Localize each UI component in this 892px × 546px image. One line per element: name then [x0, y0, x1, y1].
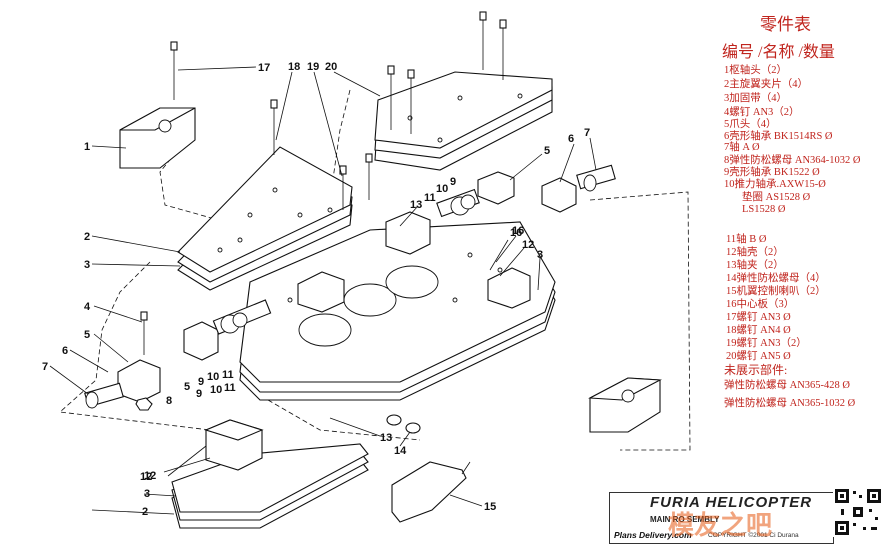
parts-row: 3加固带（4） [724, 93, 787, 104]
parts-row: LS1528 Ø [742, 204, 786, 215]
control-horn-15 [391, 461, 471, 523]
left-grip-plates [177, 146, 353, 291]
callout-label: 10 [436, 183, 448, 195]
callout-label: 6 [568, 133, 574, 145]
lower-grip-plates [171, 419, 369, 529]
callout-label: 2 [84, 231, 90, 243]
callout-label: 3 [144, 488, 150, 500]
parts-row: 13轴夹（2） [726, 260, 784, 271]
bolt-18-19-group [270, 99, 373, 210]
plans-delivery-link: Plans Delivery.com [614, 530, 692, 540]
callout-labels: 17 18 19 20 1 2 3 4 5 6 7 8 9 10 11 12 1… [42, 61, 597, 518]
callout-label: 9 [198, 376, 204, 388]
pivot-head-upper [119, 107, 196, 169]
callout-label: 14 [394, 445, 407, 457]
callout-label: 10 [210, 384, 222, 396]
callout-label: 12 [144, 470, 156, 482]
parts-row: 1枢轴头（2） [724, 65, 787, 76]
callout-label: 4 [84, 301, 91, 313]
callout-label: 11 [222, 369, 234, 381]
callout-label: 11 [424, 192, 436, 204]
parts-row: 14弹性防松螺母（4） [726, 273, 826, 284]
callout-label: 12 [522, 239, 534, 251]
callout-label: 3 [84, 259, 90, 271]
nuts-14 [386, 414, 421, 434]
callout-label: 15 [484, 501, 496, 513]
center-hub-plates [239, 221, 556, 401]
parts-row: 7轴 A Ø [724, 142, 760, 153]
callout-label: 17 [258, 62, 270, 74]
callout-label: 13 [380, 432, 392, 444]
parts-row: 19螺钉 AN3（2） [726, 338, 807, 349]
watermark: 模友之吧 [668, 511, 773, 541]
parts-row: 弹性防松螺母 AN365-428 Ø [724, 380, 850, 391]
parts-row: 5爪头（4） [724, 119, 777, 130]
drawing-subtitle: MAIN RO SEMBLY [650, 515, 720, 524]
callout-label: 7 [42, 361, 48, 373]
qr-code-icon [833, 487, 883, 537]
upper-right-grip-plates [374, 71, 553, 171]
parts-row: 2主旋翼夹片（4） [724, 79, 808, 90]
callout-label: 19 [307, 61, 319, 73]
callout-label: 16 [510, 227, 522, 239]
callout-label: 1 [84, 141, 90, 153]
callout-label: 13 [410, 199, 422, 211]
parts-row: 18螺钉 AN4 Ø [726, 325, 791, 336]
callout-label: 6 [62, 345, 68, 357]
shaft-housings [297, 211, 531, 313]
guide-line [589, 191, 691, 451]
parts-row: 15机翼控制喇叭（2） [726, 286, 826, 297]
right-shaft-assembly [436, 164, 616, 218]
bolt-20-group [387, 11, 507, 134]
parts-row: 弹性防松螺母 AN365-1032 Ø [724, 398, 856, 409]
callout-label: 10 [207, 371, 219, 383]
callout-label: 5 [184, 381, 190, 393]
parts-row: 4螺钉 AN3（2） [724, 107, 800, 118]
callout-label: 16 [512, 225, 524, 237]
parts-row: 垫圈 AS1528 Ø [742, 192, 811, 203]
callout-label: 3 [537, 249, 543, 261]
parts-row: 11轴 B Ø [726, 234, 767, 245]
copyright-text: COPYRIGHT ©2001 Ci Durana [708, 532, 799, 539]
callout-label: 18 [288, 61, 300, 73]
callout-label: 20 [325, 61, 337, 73]
callout-label: 9 [196, 388, 202, 400]
parts-row: 未展示部件: [724, 363, 788, 377]
callout-label: 9 [450, 176, 456, 188]
left-shaft-assembly [84, 299, 272, 411]
callout-label: 7 [584, 127, 590, 139]
parts-row: 9壳形轴承 BK1522 Ø [724, 167, 820, 178]
parts-row: 16中心板（3） [726, 299, 795, 310]
parts-table-title: 零件表 [760, 15, 811, 34]
callout-label: 8 [166, 395, 172, 407]
brand-title: FURIA HELICOPTER [650, 494, 813, 511]
callout-label: 12 [140, 471, 152, 483]
parts-table-header: 编号 /名称 /数量 [722, 44, 835, 61]
callout-label: 11 [224, 382, 236, 394]
bolt-17 [170, 41, 178, 100]
callout-label: 2 [142, 506, 148, 518]
parts-row: 8弹性防松螺母 AN364-1032 Ø [724, 155, 861, 166]
parts-row: 12轴壳（2） [726, 247, 784, 258]
callout-label: 5 [544, 145, 550, 157]
parts-row: 10推力轴承.AXW15-Ø [724, 179, 826, 190]
parts-row: 17螺钉 AN3 Ø [726, 312, 791, 323]
parts-row: 6壳形轴承 BK1514RS Ø [724, 131, 833, 142]
guide-line [59, 261, 211, 431]
guide-line [267, 399, 421, 441]
parts-row: 20螺钉 AN5 Ø [726, 351, 791, 362]
pivot-head-lower [588, 377, 662, 433]
callout-label: 5 [84, 329, 90, 341]
